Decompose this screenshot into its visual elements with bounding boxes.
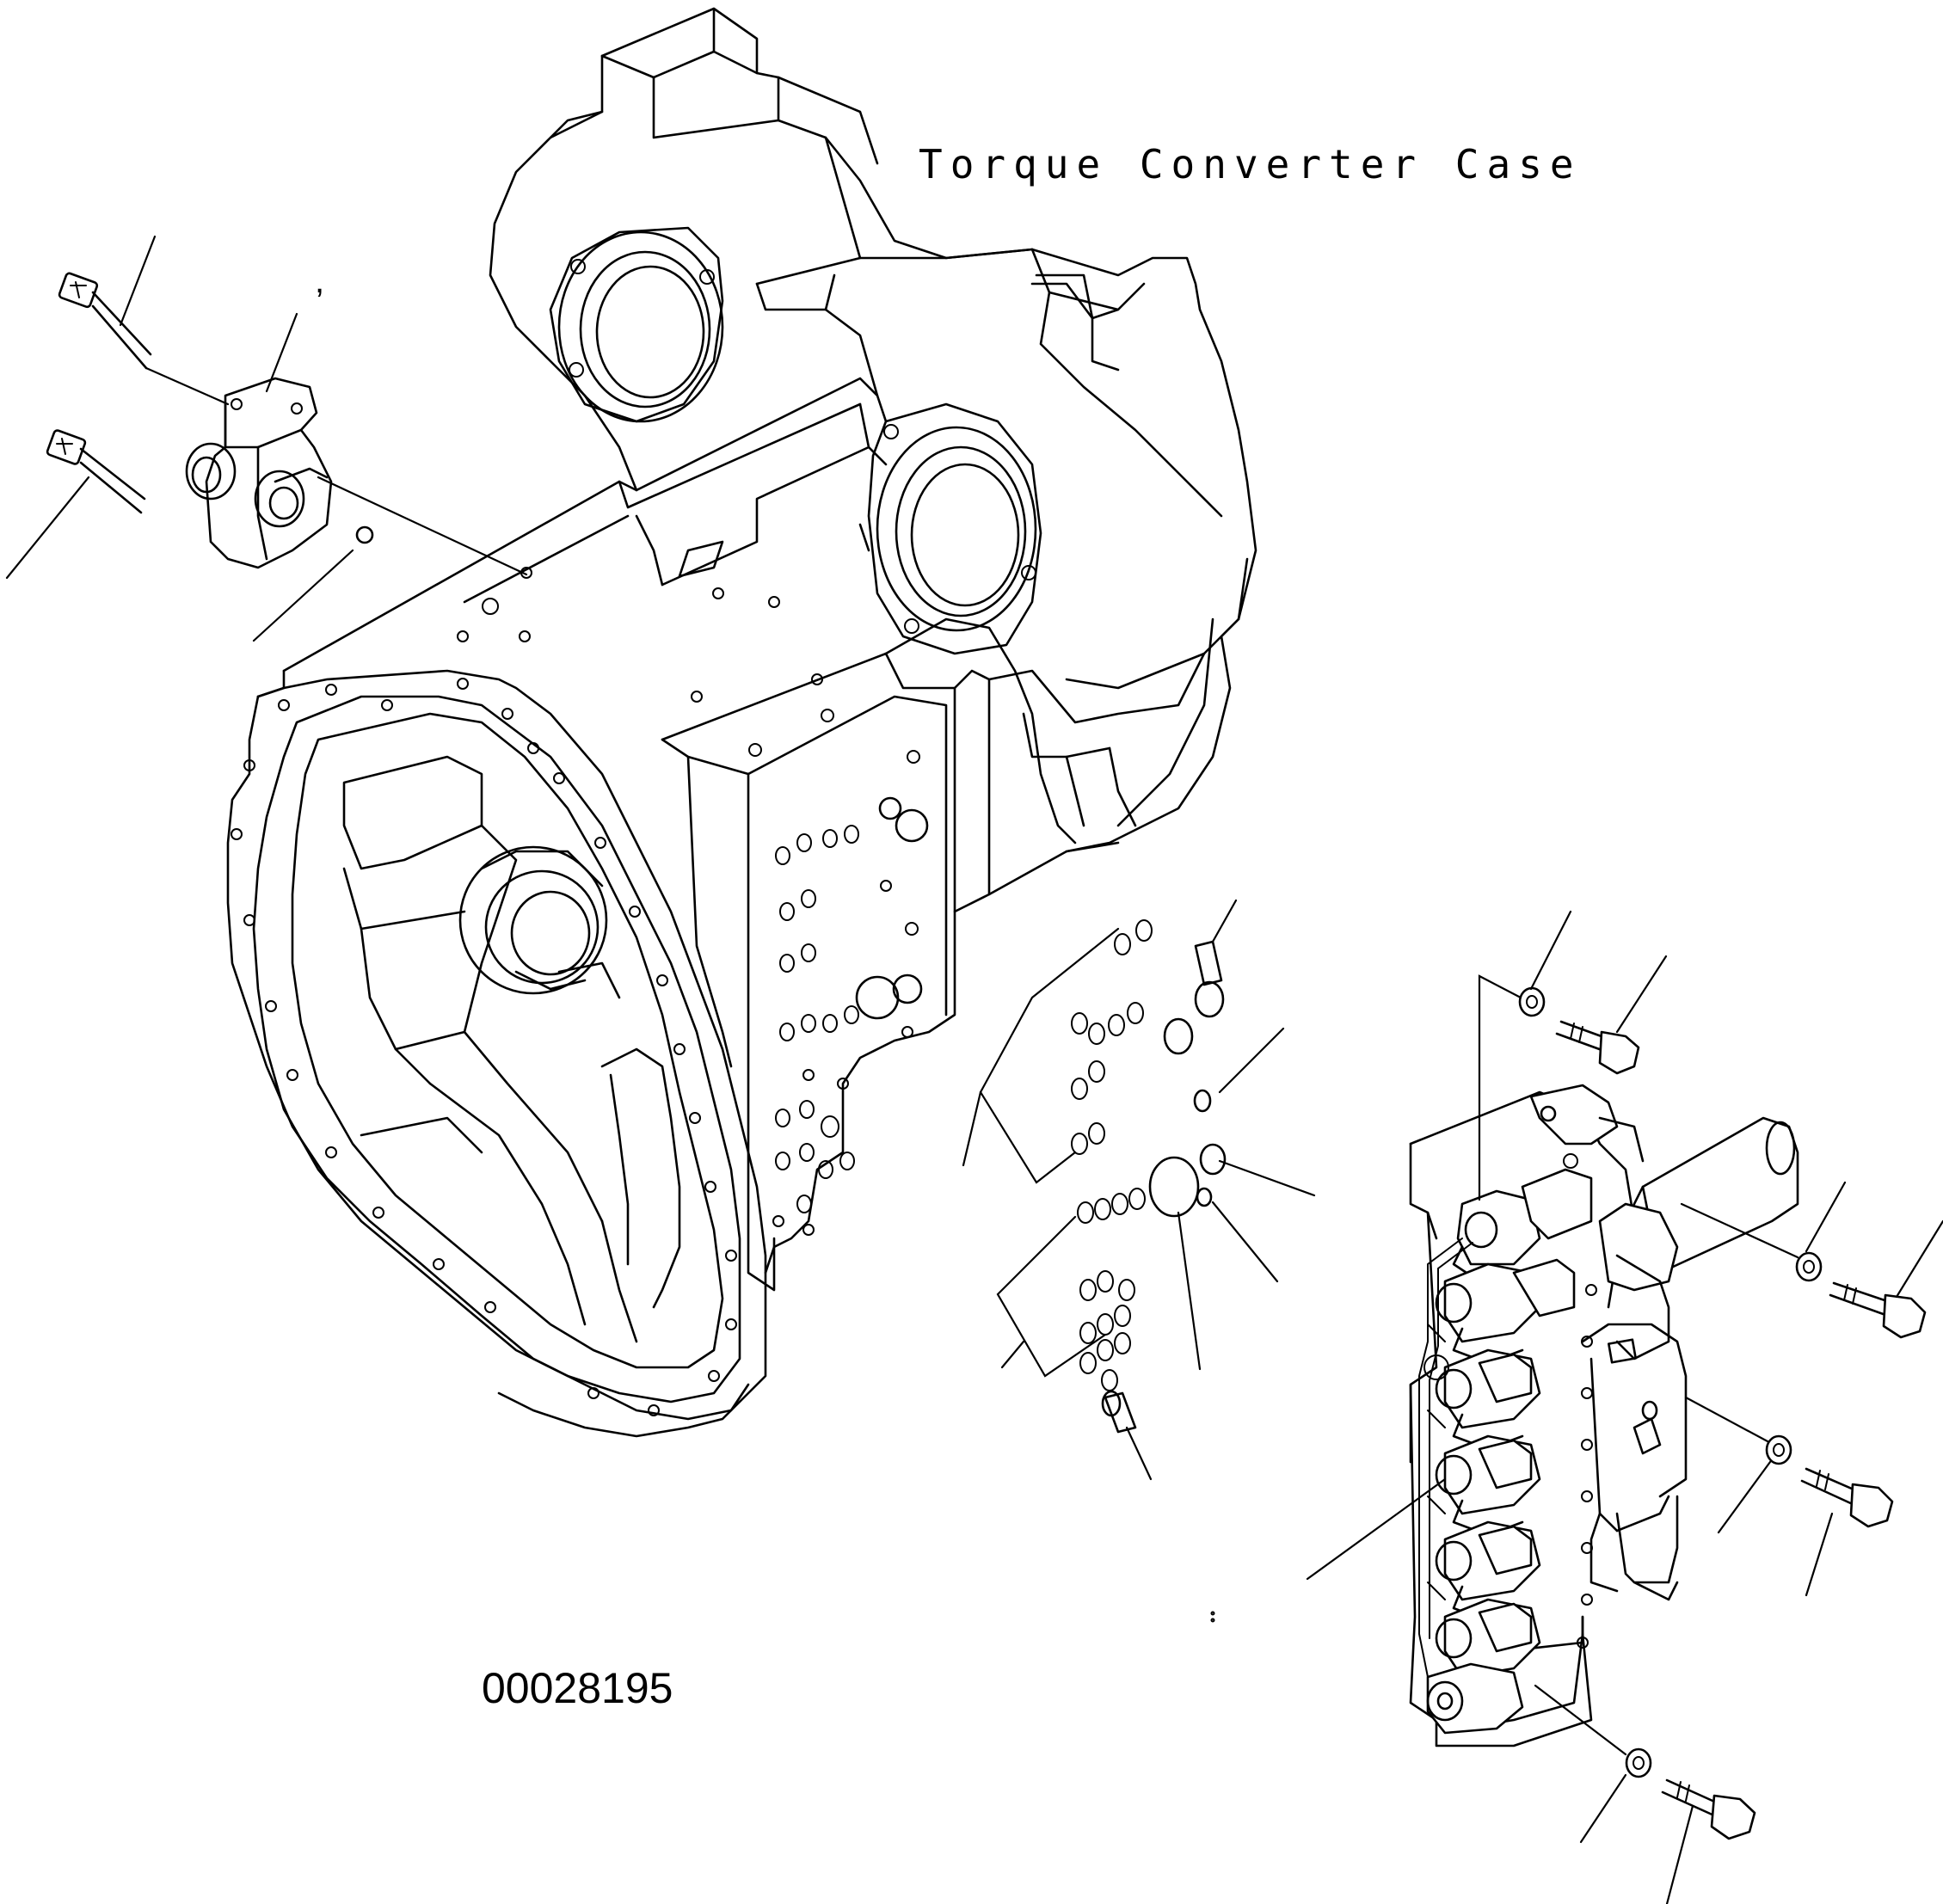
leader-line xyxy=(1306,1477,1447,1581)
leader-line xyxy=(1211,1201,1279,1283)
control-valve-assembly xyxy=(1409,1084,1799,1747)
solenoid-module-7 xyxy=(1426,1662,1524,1735)
solenoid-module-5 xyxy=(1435,1520,1541,1623)
filter-screen xyxy=(1101,940,1227,1434)
torque-converter-case xyxy=(226,7,1257,1438)
bolt-right-3 xyxy=(1800,1467,1894,1528)
leader-line xyxy=(1218,1027,1285,1094)
solenoid-cylinder xyxy=(1598,1116,1799,1292)
leader-line xyxy=(5,476,90,580)
front-mounting-face xyxy=(226,669,767,1438)
upper-left-bearing-bore xyxy=(549,226,724,423)
leader-line xyxy=(1684,1396,1769,1443)
leader-line xyxy=(265,312,298,393)
leader-line xyxy=(1805,1512,1834,1597)
washer-2 xyxy=(1795,1251,1823,1282)
case-name-label: Torque Converter Case xyxy=(919,141,1582,187)
leader-line xyxy=(1478,974,1522,1201)
leader-line xyxy=(119,235,157,327)
bolt-right-1 xyxy=(1555,1020,1640,1075)
solenoid-module-4 xyxy=(1435,1434,1541,1537)
bolt-right-4 xyxy=(1661,1778,1756,1840)
leader-line xyxy=(1895,1219,1943,1299)
leader-line xyxy=(1125,1426,1153,1481)
drawing-number-label: 00028195 xyxy=(482,1664,673,1712)
solenoid-module-1 xyxy=(1452,1168,1593,1283)
bracket-leader xyxy=(996,1215,1107,1378)
leader-line xyxy=(1529,910,1572,991)
o-ring-upper xyxy=(355,525,374,544)
leader-line xyxy=(1805,1181,1847,1253)
bolt-upper-left-1 xyxy=(58,272,152,370)
leader-line xyxy=(1211,899,1238,943)
leader-line xyxy=(1000,1340,1025,1369)
dot-mark xyxy=(1210,1618,1215,1623)
dot-mark xyxy=(1210,1611,1215,1616)
leader-line xyxy=(962,1090,982,1167)
solenoid-module-3 xyxy=(1435,1348,1541,1451)
leader-line xyxy=(1717,1460,1772,1534)
washer-3 xyxy=(1765,1434,1792,1465)
bolt-upper-left-2 xyxy=(46,429,146,514)
upper-right-bearing-bore xyxy=(867,402,1042,655)
front-bearing-boss xyxy=(458,845,608,995)
leader-line xyxy=(1218,1159,1316,1197)
washer-4 xyxy=(1625,1747,1652,1778)
leader-line xyxy=(1615,955,1668,1034)
leader-line xyxy=(1579,1773,1627,1844)
valve-mounting-plate xyxy=(661,617,1120,1292)
solenoid-module-6 xyxy=(1435,1598,1541,1679)
leader-line xyxy=(252,549,354,642)
leader-line xyxy=(1680,1202,1799,1259)
apostrophe-mark: , xyxy=(315,262,324,300)
washer-1 xyxy=(1518,986,1546,1017)
o-ring-group xyxy=(1071,919,1153,1391)
leader-line xyxy=(317,476,528,576)
leader-line xyxy=(1534,1684,1627,1756)
leader-line xyxy=(1665,1804,1694,1904)
bolt-right-2 xyxy=(1829,1281,1927,1339)
leader-line xyxy=(144,366,230,406)
oil-filter-fitting xyxy=(185,377,333,569)
solenoid-module-2 xyxy=(1435,1258,1576,1365)
solenoid-stack xyxy=(1418,1153,1597,1735)
leader-line xyxy=(1177,1211,1202,1371)
